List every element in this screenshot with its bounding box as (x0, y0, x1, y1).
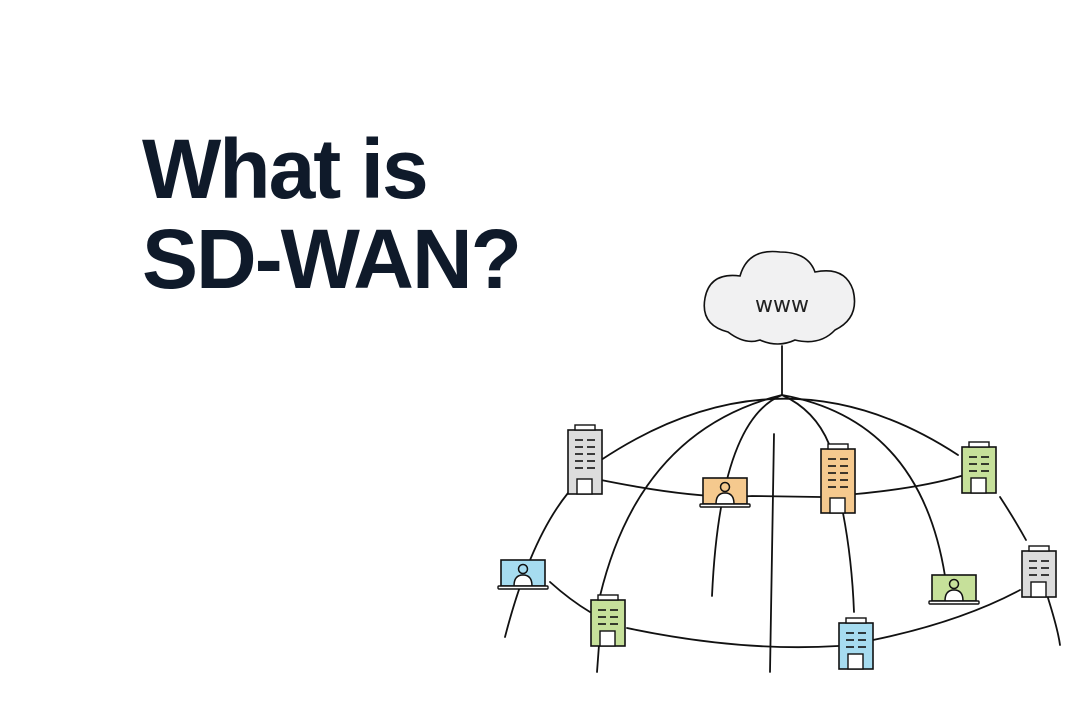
remote-user-laptop-icon (699, 477, 751, 508)
office-building-icon (567, 424, 603, 495)
internet-cloud: www (703, 250, 856, 345)
remote-user-laptop-icon (928, 574, 980, 605)
branch-building-icon (961, 441, 997, 494)
remote-user-laptop-icon (497, 559, 549, 590)
cloud-icon (703, 250, 856, 345)
office-building-icon (820, 443, 856, 514)
title-line-1: What is (142, 122, 429, 216)
network-mesh (504, 394, 1061, 673)
branch-building-icon (590, 594, 626, 647)
title-line-2: SD-WAN? (142, 212, 522, 306)
branch-building-icon (1021, 545, 1057, 598)
branch-building-icon (838, 617, 874, 670)
page-title: What is SD-WAN? (142, 122, 522, 306)
cloud-label: www (755, 293, 809, 318)
